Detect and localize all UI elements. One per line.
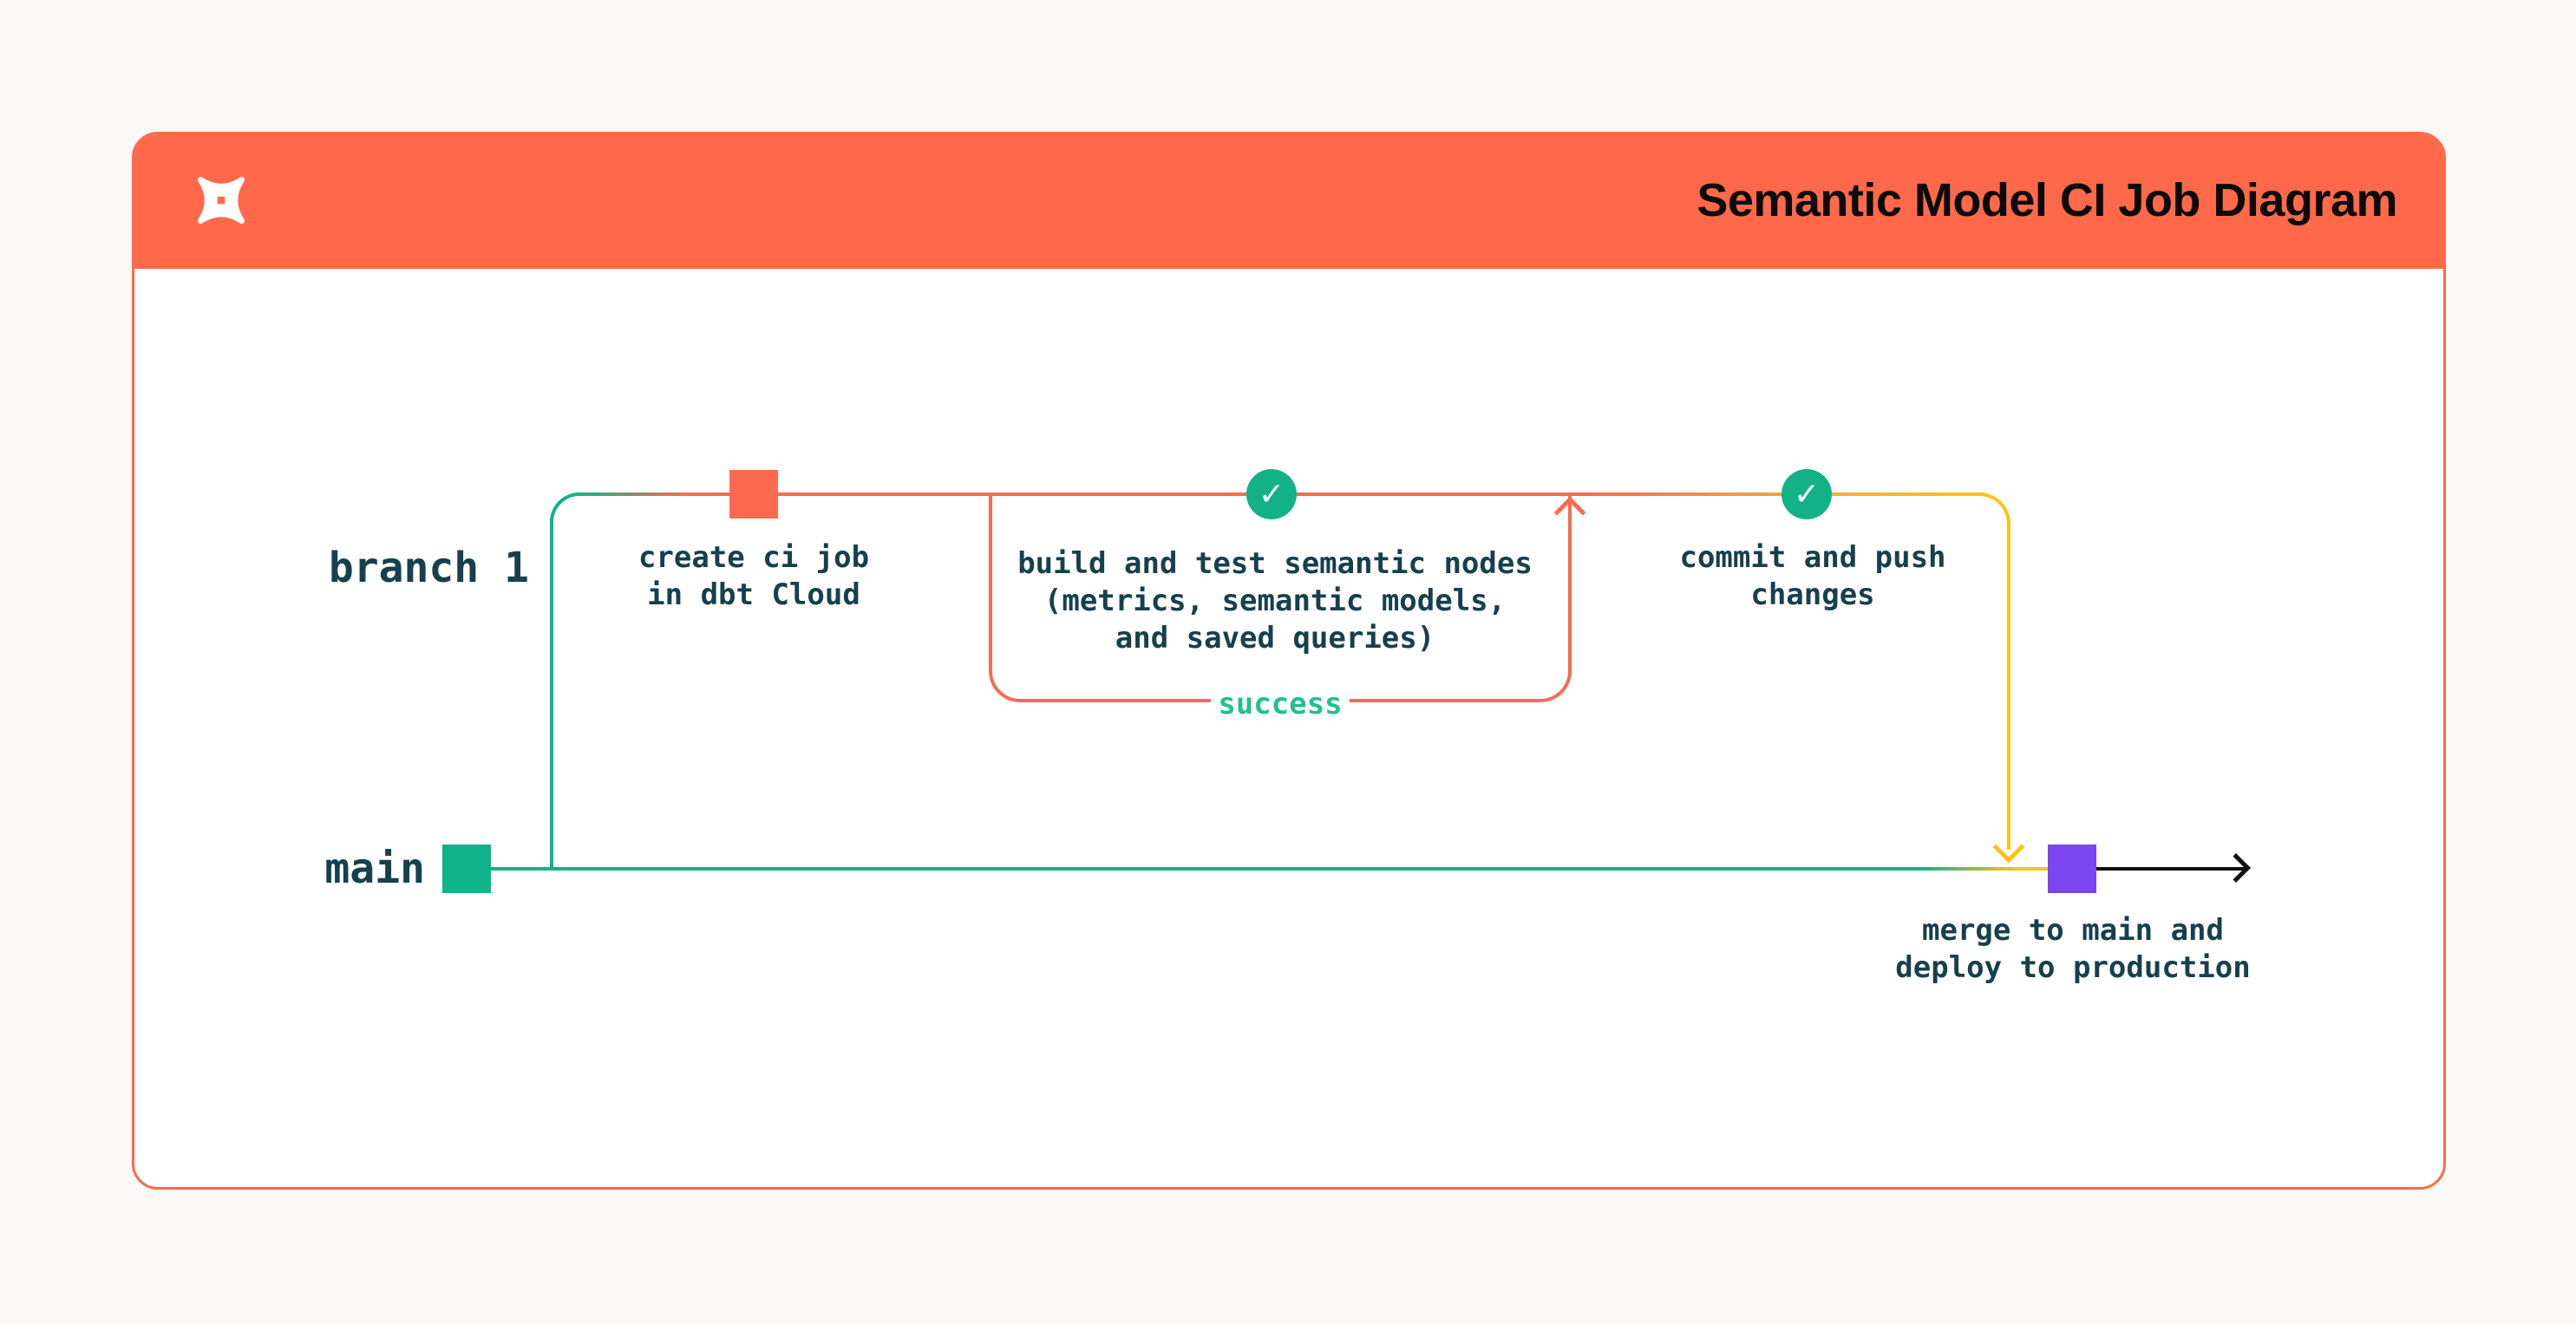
branch-commit-node bbox=[729, 470, 778, 519]
merge-commit-node bbox=[2048, 845, 2096, 893]
check-glyph: ✓ bbox=[1258, 476, 1285, 512]
arrow-right-icon bbox=[2221, 853, 2251, 883]
step-build-test-label: build and test semantic nodes (metrics, … bbox=[1017, 546, 1533, 655]
main-line bbox=[489, 867, 2048, 871]
branch-vertical-line bbox=[550, 519, 553, 869]
merge-vertical-line bbox=[2007, 525, 2010, 850]
branch-corner-left bbox=[550, 492, 579, 522]
lane-label-main: main bbox=[324, 845, 425, 893]
check-glyph: ✓ bbox=[1793, 476, 1821, 512]
arrow-down-icon bbox=[1992, 831, 2025, 864]
check-icon: ✓ bbox=[1782, 469, 1832, 519]
production-line bbox=[2096, 867, 2246, 871]
dbt-logo-icon bbox=[197, 176, 245, 225]
step-commit-push-label: commit and push changes bbox=[1679, 540, 1946, 612]
step-create-ci-job-label: create ci job in dbt Cloud bbox=[637, 540, 870, 612]
branch-corner-right bbox=[1979, 492, 2010, 529]
check-icon: ✓ bbox=[1246, 469, 1297, 519]
success-loop-left bbox=[989, 494, 1211, 702]
success-label: success bbox=[1218, 687, 1343, 721]
step-merge-deploy-label: merge to main and deploy to production bbox=[1895, 913, 2251, 985]
success-loop-right bbox=[1350, 494, 1572, 702]
diagram-card: Semantic Model CI Job Diagram bbox=[132, 132, 2446, 1190]
main-commit-node bbox=[442, 845, 491, 893]
page-title: Semantic Model CI Job Diagram bbox=[1697, 174, 2397, 226]
card-header: Semantic Model CI Job Diagram bbox=[134, 134, 2443, 269]
lane-label-branch-1: branch 1 bbox=[328, 544, 529, 592]
